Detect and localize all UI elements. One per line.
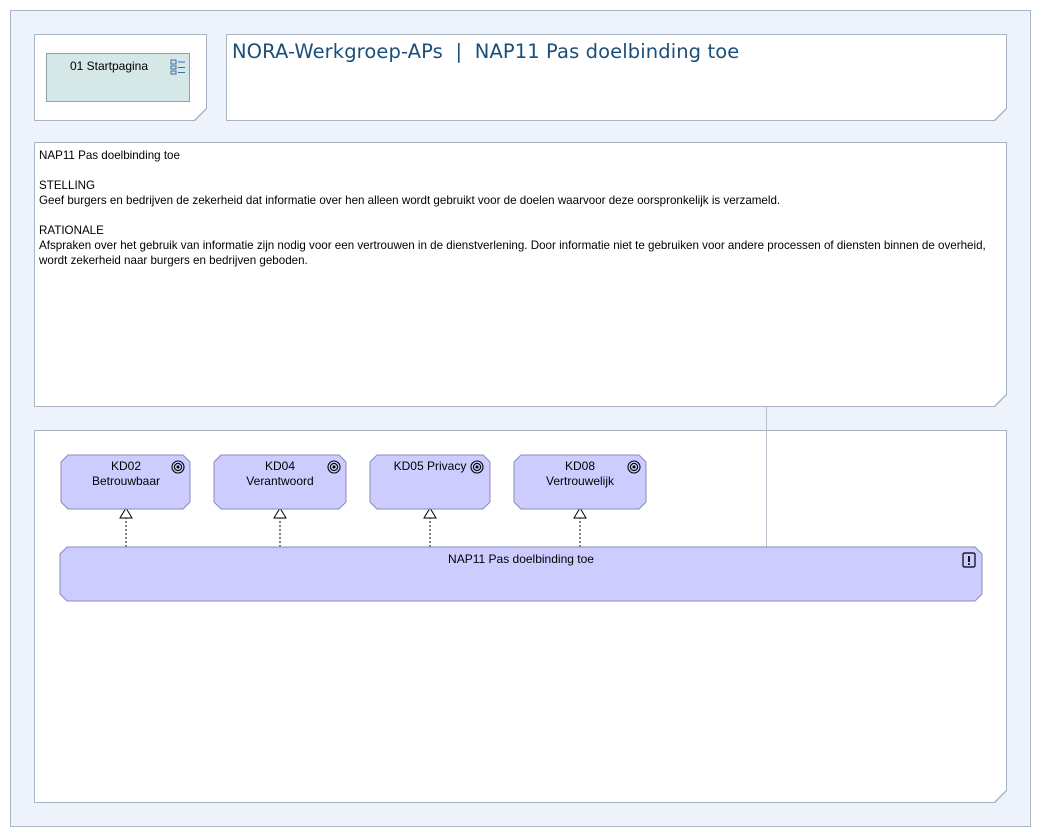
title-panel (227, 35, 1006, 120)
goal-kd04-line2: Verantwoord (246, 474, 313, 488)
rationale-heading: RATIONALE (39, 224, 104, 237)
goal-kd02-line2: Betrouwbaar (92, 474, 160, 488)
realization-arrow-4 (573, 507, 587, 547)
goal-kd04-line1: KD04 (265, 459, 295, 473)
goal-kd04[interactable]: KD04 Verantwoord (213, 454, 347, 510)
realization-arrow-3 (423, 507, 437, 547)
goal-kd08-line2: Vertrouwelijk (546, 474, 615, 488)
startpagina-link[interactable]: 01 Startpagina (46, 53, 190, 102)
grouping-line (766, 407, 767, 547)
rationale-text: Afspraken over het gebruik van informati… (39, 239, 986, 267)
page-title: NORA-Werkgroep-APs | NAP11 Pas doelbindi… (232, 40, 740, 63)
realization-arrow-2 (273, 507, 287, 547)
statement-heading: STELLING (39, 179, 96, 192)
goal-kd02[interactable]: KD02 Betrouwbaar (60, 454, 191, 510)
principle-exclamation-icon (962, 552, 976, 568)
goal-kd08-line1: KD08 (565, 459, 595, 473)
principle-label: NAP11 Pas doelbinding toe (448, 552, 594, 566)
goal-kd02-line1: KD02 (111, 459, 141, 473)
realization-arrow-1 (119, 507, 133, 547)
description-title: NAP11 Pas doelbinding toe (39, 149, 180, 162)
description-panel (35, 143, 1006, 406)
description-text: NAP11 Pas doelbinding toe STELLING Geef … (39, 148, 999, 268)
navigation-icon (170, 59, 185, 75)
principle-nap11[interactable]: NAP11 Pas doelbinding toe (59, 546, 983, 602)
startpagina-label: 01 Startpagina (69, 59, 149, 73)
goal-kd05[interactable]: KD05 Privacy (369, 454, 491, 510)
goal-kd08[interactable]: KD08 Vertrouwelijk (513, 454, 647, 510)
goal-kd05-line1: KD05 Privacy (394, 459, 467, 473)
statement-text: Geef burgers en bedrijven de zekerheid d… (39, 194, 781, 207)
